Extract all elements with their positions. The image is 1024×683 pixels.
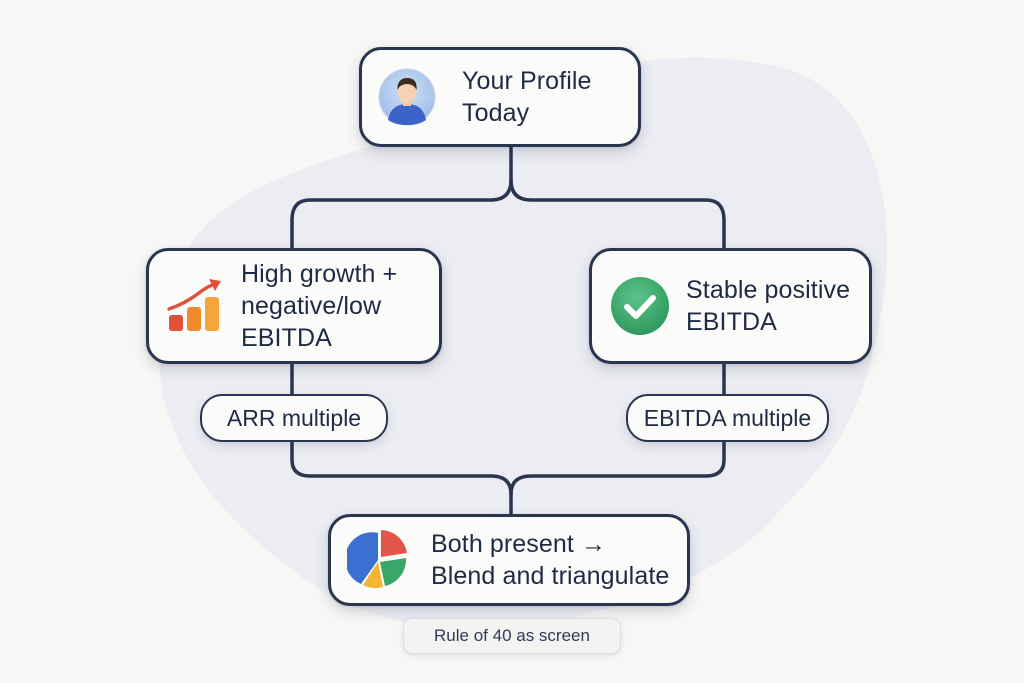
person-avatar-icon (378, 68, 436, 126)
label-line: Your Profile (462, 67, 592, 95)
label-line: Stable positive (686, 276, 851, 304)
label-line: Today (462, 99, 530, 127)
node-stable-positive-ebitda-label: Stable positive EBITDA (686, 274, 850, 338)
node-both-present-label: Both present → Blend and triangulate (431, 528, 669, 592)
check-circle-icon (608, 274, 672, 338)
connector-root-split-right (509, 178, 726, 250)
connector-root-split (290, 178, 513, 250)
pie-chart-icon (347, 529, 409, 591)
node-stable-positive-ebitda: Stable positive EBITDA (589, 248, 872, 364)
label-line: negative/low (241, 292, 382, 320)
node-your-profile-today-label: Your Profile Today (462, 65, 592, 129)
label-line: EBITDA (241, 324, 332, 352)
node-your-profile-today: Your Profile Today (359, 47, 641, 147)
growth-bar-chart-icon (165, 275, 227, 337)
node-high-growth: High growth + negative/low EBITDA (146, 248, 442, 364)
connector-left-merge (290, 440, 513, 516)
label-line: EBITDA (686, 308, 777, 336)
node-both-present: Both present → Blend and triangulate (328, 514, 690, 606)
label-line: Both present → (431, 530, 607, 558)
label-line: High growth + (241, 260, 398, 288)
pill-arr-multiple: ARR multiple (200, 394, 388, 442)
label-line: Blend and triangulate (431, 562, 670, 590)
connector-right-merge (509, 440, 726, 496)
node-high-growth-label: High growth + negative/low EBITDA (241, 258, 397, 354)
footnote-rule-of-40: Rule of 40 as screen (403, 618, 621, 654)
pill-ebitda-multiple: EBITDA multiple (626, 394, 829, 442)
